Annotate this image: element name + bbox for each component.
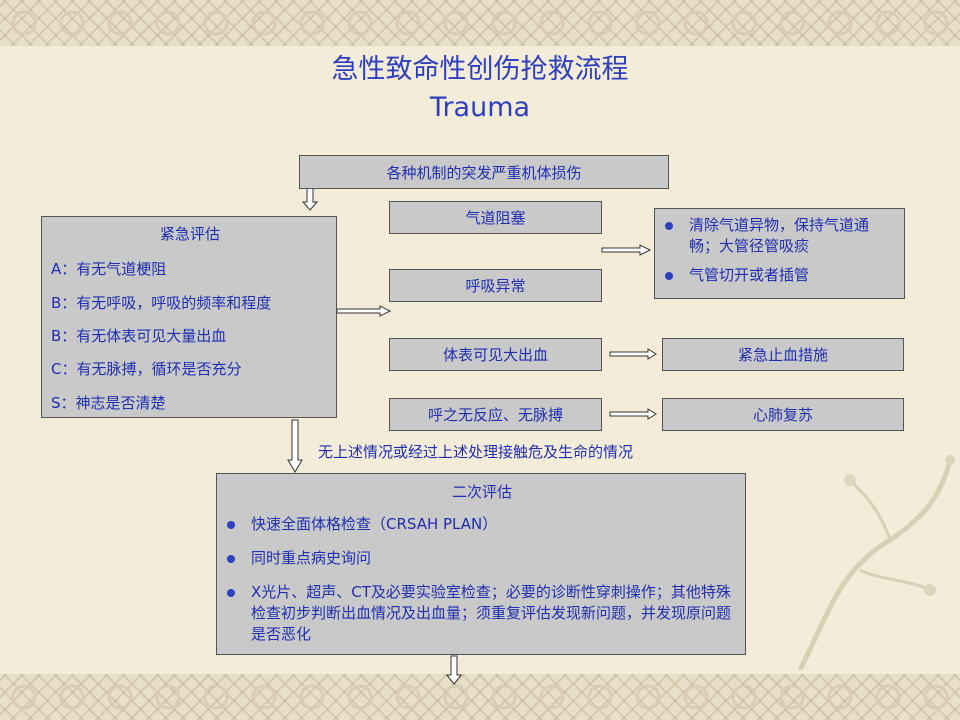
arrow-down-top [301,185,319,211]
condition-unresponsive-box: 呼之无反应、无脉搏 [389,398,602,431]
bleeding-action-box: 紧急止血措施 [662,338,904,371]
condition-unresponsive-text: 呼之无反应、无脉搏 [427,406,563,424]
secondary-item: X光片、超声、CT及必要实验室检查；必要的诊断性穿刺操作；其他特殊检查初步判断出… [217,582,732,645]
airway-actions-box: 清除气道异物，保持气道通畅；大管径管吸痰 气管切开或者插管 [654,208,905,299]
plum-blossom-sketch [797,455,955,670]
cpr-action-text: 心肺复苏 [752,406,813,424]
emergency-assessment-box: 紧急评估 A：有无气道梗阻 B：有无呼吸，呼吸的频率和程度 B：有无体表可见大量… [41,216,337,418]
emergency-item-a: A：有无气道梗阻 [51,260,167,278]
condition-airway-text: 气道阻塞 [465,209,526,227]
secondary-item-text: X光片、超声、CT及必要实验室检查；必要的诊断性穿刺操作；其他特殊检查初步判断出… [251,583,732,643]
condition-bleeding-text: 体表可见大出血 [442,346,548,364]
secondary-assessment-box: 二次评估 快速全面体格检查（CRSAH PLAN） 同时重点病史询问 X光片、超… [216,473,746,655]
emergency-heading: 紧急评估 [159,225,220,243]
condition-breathing-text: 呼吸异常 [465,277,526,295]
emergency-item-c: C：有无脉搏，循环是否充分 [51,360,242,378]
airway-action-text: 气管切开或者插管 [689,266,810,284]
emergency-item-s: S：神志是否清楚 [51,394,166,412]
arrow-down-secondary [445,655,463,685]
condition-bleeding-box: 体表可见大出血 [389,338,602,371]
airway-action-item: 气管切开或者插管 [655,265,895,286]
airway-action-text: 清除气道异物，保持气道通畅；大管径管吸痰 [689,216,870,255]
bullet-icon [227,555,235,563]
page-subtitle: Trauma [429,92,531,123]
bullet-icon [665,222,673,230]
top-injury-box: 各种机制的突发严重机体损伤 [299,155,669,189]
condition-breathing-box: 呼吸异常 [389,269,602,302]
emergency-item-b1: B：有无呼吸，呼吸的频率和程度 [51,294,272,312]
bullet-icon [227,589,235,597]
bleeding-action-text: 紧急止血措施 [737,346,828,364]
bullet-icon [227,521,235,529]
secondary-item-text: 快速全面体格检查（CRSAH PLAN） [251,515,498,533]
cpr-action-box: 心肺复苏 [662,398,904,431]
bullet-icon [665,272,673,280]
secondary-item: 快速全面体格检查（CRSAH PLAN） [217,514,732,535]
secondary-item-text: 同时重点病史询问 [251,549,372,567]
arrow-right-cpr [609,408,657,420]
arrow-down-emergency [287,419,303,473]
bottom-decorative-border [0,674,960,720]
airway-action-item: 清除气道异物，保持气道通畅；大管径管吸痰 [655,215,895,257]
emergency-item-b2: B：有无体表可见大量出血 [51,327,227,345]
secondary-heading: 二次评估 [451,483,512,501]
arrow-right-bleeding [609,348,657,360]
page-title: 急性致命性创伤抢救流程 [331,54,629,85]
arrow-right-emergency [336,305,392,317]
top-decorative-border [0,0,960,46]
top-injury-text: 各种机制的突发严重机体损伤 [386,163,582,182]
secondary-item: 同时重点病史询问 [217,548,732,569]
transition-text: 无上述情况或经过上述处理接触危及生命的情况 [318,443,634,461]
condition-airway-box: 气道阻塞 [389,201,602,234]
arrow-right-airway [601,244,652,256]
